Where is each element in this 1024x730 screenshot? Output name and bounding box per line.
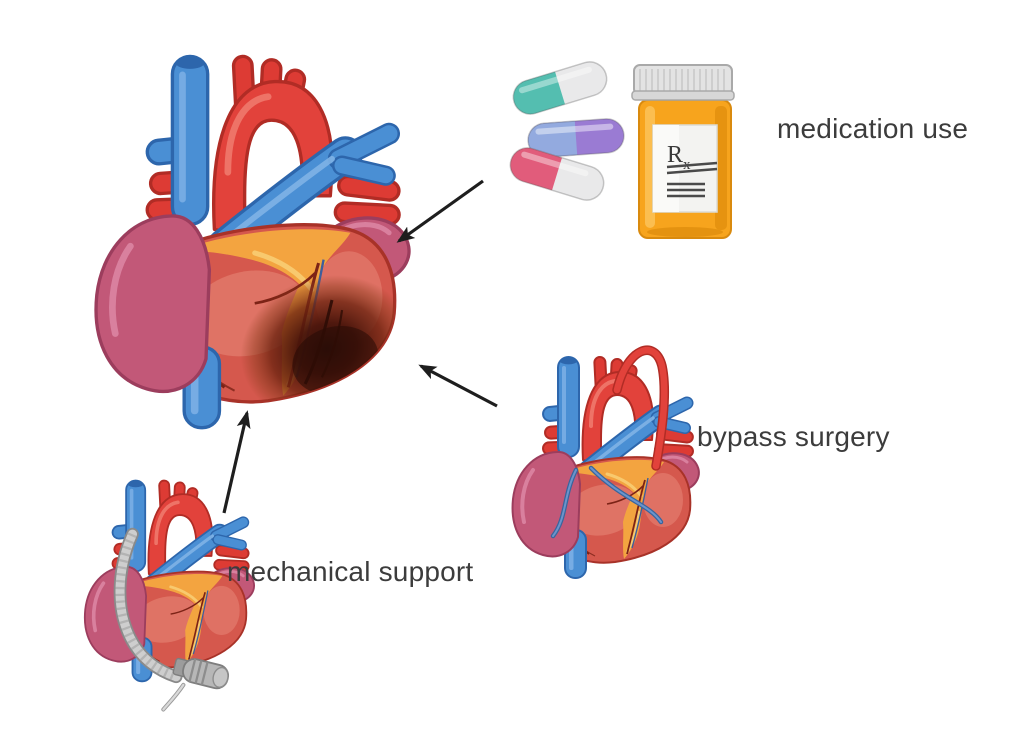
pill-teal	[512, 61, 608, 115]
arrow-bypass-to-heart	[418, 364, 498, 408]
lvad-heart-illustration	[76, 476, 258, 712]
pill-blue-purple	[527, 118, 625, 158]
label-bypass-surgery: bypass surgery	[697, 421, 890, 452]
label-mechanical-support: mechanical support	[227, 556, 474, 587]
label-lines	[666, 161, 718, 198]
pill-pink	[509, 147, 605, 201]
label-medication-use: medication use	[777, 113, 969, 144]
blue-bypass-grafts	[550, 465, 664, 539]
damaged-heart-illustration	[80, 48, 416, 431]
bypass-graft-heart-illustration	[503, 345, 703, 582]
bottle-cap	[631, 64, 735, 101]
lvad-outflow-tube	[113, 527, 183, 684]
capsule-pills-icon	[509, 61, 625, 201]
bottle-label: Rx	[652, 124, 718, 213]
prescription-bottle-icon: Rx	[631, 64, 735, 239]
lvad-pump	[172, 657, 230, 690]
lvad-driveline	[161, 682, 186, 712]
arrow-mechanical-to-heart	[222, 410, 251, 514]
red-bypass-graft	[612, 345, 670, 471]
arrow-medication-to-heart	[396, 179, 484, 243]
